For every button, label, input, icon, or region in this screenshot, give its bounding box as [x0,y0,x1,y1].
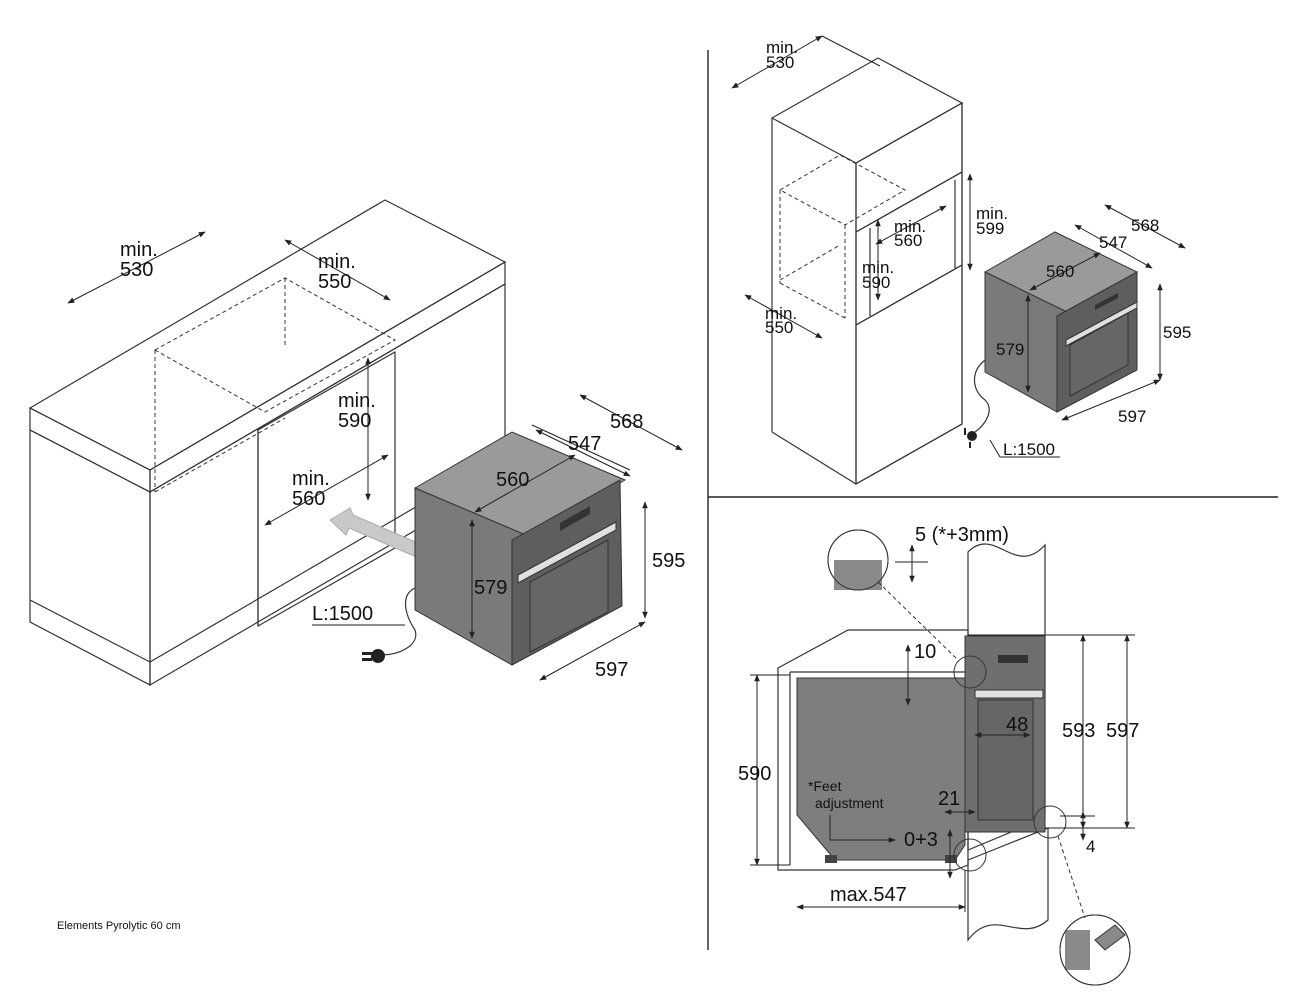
left-cabinet [28,199,507,687]
side-max-depth: max.547 [830,884,907,906]
tr-cable-length: L:1500 [1003,440,1055,459]
left-width-min-value: 550 [318,271,351,293]
tr-oven-depth-total: 568 [1131,216,1159,235]
tall-width-min-label: min. [765,304,797,323]
tall-outer-height-value: 599 [976,219,1004,238]
tr-plug-icon [964,428,977,448]
tall-inner-width-label: min. [894,217,926,236]
tall-height-min-value: 590 [862,273,890,292]
side-feet-note-line1: *Feet [808,778,842,794]
tall-width-min-value: 550 [765,318,793,337]
left-power-cable [379,587,417,656]
tr-oven-height-body: 579 [996,340,1024,359]
side-front-inner-height: 593 [1062,720,1095,742]
left-dimensions [67,231,391,526]
left-depth-min-value: 530 [120,259,153,281]
left-cable-length: L:1500 [312,603,373,625]
left-oven-dimensions [469,394,683,681]
side-niche-height: 590 [738,763,771,785]
tall-cabinet-dimensions [731,35,973,339]
side-feet-range: 0+3 [904,829,938,851]
left-oven-height-body: 579 [474,577,507,599]
tall-depth-min-label: min. [766,38,798,57]
left-oven-depth-total: 568 [610,411,643,433]
tr-oven-height-front: 595 [1163,323,1191,342]
side-front-outer-height: 597 [1106,720,1139,742]
tall-inner-width-value: 560 [894,231,922,250]
left-height-min-label: min. [338,390,376,412]
side-section-dimensions [750,544,1135,912]
product-caption: Elements Pyrolytic 60 cm [57,920,181,932]
left-oven [413,431,627,666]
left-oven-width-body: 560 [496,469,529,491]
side-handle-depth: 48 [1006,714,1028,736]
left-width-min-label: min. [318,251,356,273]
left-oven-height-front: 595 [652,550,685,572]
side-section [777,529,1131,986]
left-depth-min-label: min. [120,239,158,261]
tr-oven-width-body: 560 [1046,262,1074,281]
top-right-oven-dimensions [1025,204,1186,421]
tall-outer-height-label: min. [976,204,1008,223]
left-inner-width-value: 560 [292,488,325,510]
tr-oven-width-front: 597 [1118,407,1146,426]
left-height-min-value: 590 [338,410,371,432]
side-bottom-offset: 21 [938,788,960,810]
tall-depth-min-value: 530 [766,53,794,72]
tr-power-cable [973,359,990,433]
tr-oven-depth-body: 547 [1099,233,1127,252]
left-inner-width-label: min. [292,468,330,490]
side-gap-top: 5 (*+3mm) [915,524,1009,546]
left-plug-icon [362,649,385,663]
left-oven-width-front: 597 [595,659,628,681]
side-bottom-gap: 4 [1086,837,1095,856]
side-top-clear: 10 [914,641,936,663]
left-oven-depth-body: 547 [568,433,601,455]
top-right-oven [983,231,1139,413]
tall-height-min-label: min. [862,258,894,277]
side-feet-note-line2: adjustment [815,795,884,811]
